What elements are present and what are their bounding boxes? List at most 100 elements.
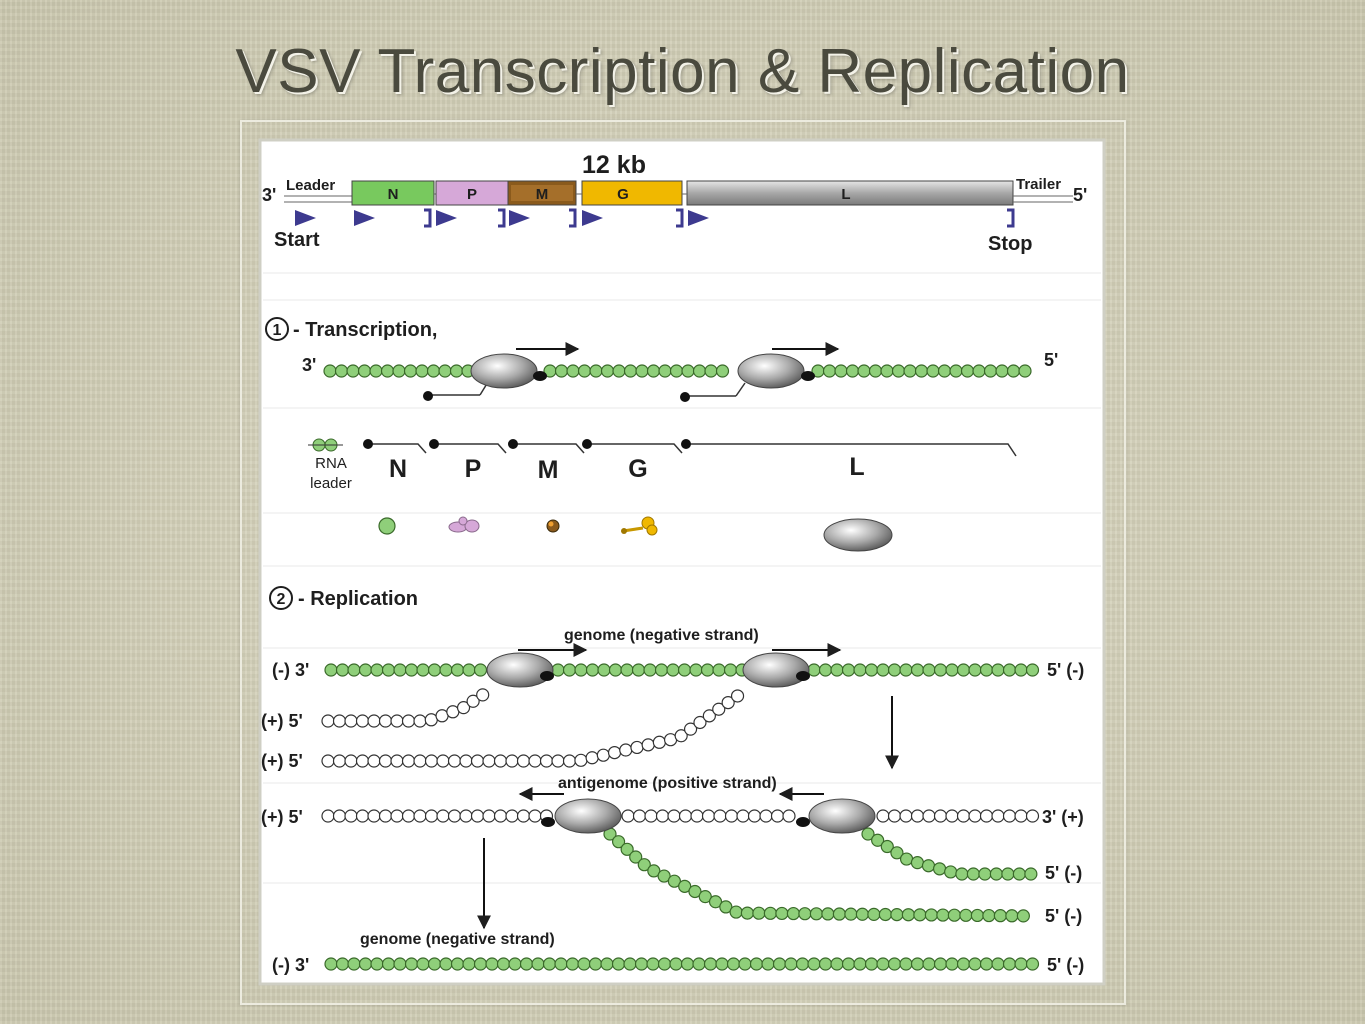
rna-bead xyxy=(392,364,406,378)
rna-bead xyxy=(378,714,393,728)
rna-bead xyxy=(677,663,692,677)
rna-bead xyxy=(436,809,450,823)
gene-L-label: L xyxy=(841,186,850,203)
rna-bead xyxy=(966,867,980,881)
rna-bead xyxy=(635,364,649,378)
leader-label: Leader xyxy=(286,177,335,194)
rna-bead xyxy=(438,364,452,378)
rna-bead xyxy=(855,907,869,921)
rna-bead xyxy=(355,809,370,823)
rna-bead xyxy=(574,663,588,677)
rna-bead xyxy=(708,895,723,909)
rna-bead xyxy=(1005,909,1019,923)
rna-bead xyxy=(818,957,833,971)
rna-bead xyxy=(782,809,796,823)
rna-bead xyxy=(721,695,735,710)
rna-bead xyxy=(724,809,739,823)
transcription-template-strand xyxy=(323,364,1032,378)
rna-bead xyxy=(1002,809,1017,823)
rna-bead xyxy=(715,364,730,378)
rna-bead xyxy=(493,809,508,823)
rna-bead xyxy=(878,907,892,922)
rep-polymerase-2 xyxy=(742,652,810,688)
rna-bead xyxy=(991,957,1005,971)
rna-bead xyxy=(841,957,856,971)
rna-bead xyxy=(332,754,347,768)
rna-bead xyxy=(1016,909,1030,923)
rna-bead xyxy=(367,809,381,823)
rna-bead xyxy=(730,689,745,703)
vsv-diagram: 12 kb 3' Leader N P M G L Trailer 5' xyxy=(258,138,1106,986)
rna-bead xyxy=(991,663,1005,677)
replication-section: 2 - Replication genome (negative strand)… xyxy=(261,586,1084,975)
rna-bead xyxy=(321,714,335,728)
rna-bead xyxy=(347,957,361,971)
rna-bead xyxy=(390,754,404,768)
rna-bead xyxy=(657,957,672,971)
rna-bead xyxy=(646,957,660,971)
rna-bead xyxy=(1025,663,1040,677)
rna-bead xyxy=(798,907,812,921)
rna-bead xyxy=(416,663,430,677)
rna-bead xyxy=(704,364,718,378)
rna-bead xyxy=(899,957,913,971)
rna-bead xyxy=(450,663,465,677)
rep-polymerase-1 xyxy=(486,652,554,688)
rna-bead xyxy=(554,957,568,971)
rna-bead xyxy=(864,957,879,971)
rna-bead xyxy=(611,957,626,971)
rna-bead xyxy=(623,364,638,378)
rna-bead xyxy=(972,364,986,378)
step-1-number: 1 xyxy=(273,322,282,339)
rep-final-right-label: 5' (-) xyxy=(1047,955,1084,975)
rna-bead xyxy=(991,809,1005,823)
rna-bead xyxy=(404,957,419,971)
rna-bead xyxy=(880,839,894,854)
rna-bead xyxy=(968,663,982,677)
rna-bead xyxy=(913,908,927,922)
gene-M-label: M xyxy=(536,186,549,203)
replication-nascent-genome-1 xyxy=(861,827,1038,881)
rna-bead xyxy=(323,364,337,378)
rna-bead xyxy=(761,957,775,971)
rna-bead xyxy=(747,809,762,823)
rna-bead xyxy=(845,364,860,378)
rna-bead xyxy=(637,858,651,872)
rep-nascent-2-label: (+) 5' xyxy=(261,751,303,771)
rna-bead xyxy=(516,809,531,823)
g-start-arrowhead xyxy=(582,210,603,226)
g-protein-icon xyxy=(621,516,658,536)
rna-bead xyxy=(910,809,925,823)
rna-bead xyxy=(922,663,936,677)
genome-5-prime-label: 5' xyxy=(1073,185,1087,205)
rna-bead xyxy=(612,364,626,378)
rna-bead xyxy=(447,809,462,823)
gene-N-segment xyxy=(351,180,435,206)
rna-bead xyxy=(378,809,393,823)
rna-bead xyxy=(367,714,381,728)
rna-bead xyxy=(899,809,913,823)
rna-bead xyxy=(608,663,623,677)
stop-bracket xyxy=(1007,208,1015,228)
rna-bead xyxy=(968,957,982,971)
trailer-label: Trailer xyxy=(1016,176,1061,193)
rna-bead xyxy=(485,957,499,971)
rna-bead xyxy=(427,663,442,677)
rna-bead xyxy=(922,957,936,971)
rna-bead xyxy=(335,957,350,971)
rna-bead xyxy=(528,754,542,768)
rep-nascent-1-label: (+) 5' xyxy=(261,711,303,731)
rna-bead xyxy=(449,364,464,378)
rna-bead xyxy=(678,809,693,823)
rep-polymerase-3 xyxy=(554,798,622,834)
l-start-arrowhead xyxy=(688,210,709,226)
rna-bead xyxy=(683,722,698,736)
step-2-number: 2 xyxy=(277,591,286,608)
rna-bead xyxy=(459,809,473,823)
rna-bead xyxy=(404,663,419,677)
rna-bead xyxy=(473,663,488,677)
replication-antigenome-template xyxy=(321,809,1040,823)
gene-G-label: G xyxy=(617,186,629,203)
rna-bead xyxy=(378,754,393,768)
rna-bead xyxy=(426,364,441,378)
